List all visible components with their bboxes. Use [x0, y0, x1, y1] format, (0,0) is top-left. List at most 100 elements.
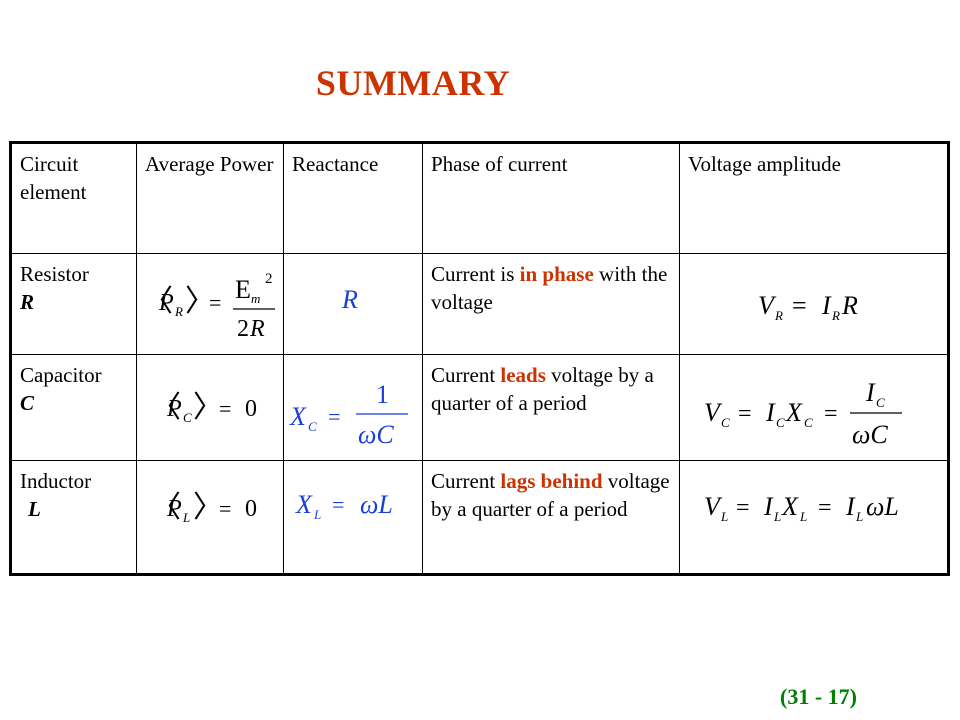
- element-cell: Resistor R: [10, 253, 137, 355]
- phase-cell-inductor: Current lags behind voltage by a quarter…: [422, 460, 680, 575]
- svg-text:P: P: [166, 396, 182, 422]
- reactance-formula-inductor-graphic: X L = ωL: [295, 490, 393, 522]
- svg-text:R: R: [841, 291, 858, 320]
- power-formula-capacitor-graphic: 〈 P C 〉 = 0: [151, 391, 257, 425]
- svg-text:=: =: [818, 495, 832, 521]
- svg-text:X: X: [785, 398, 803, 427]
- svg-text:ωL: ωL: [360, 490, 393, 519]
- voltage-formula-resistor: V R = I R R: [679, 253, 949, 355]
- slide-title: SUMMARY: [315, 63, 511, 103]
- summary-table: Circuit element Average Power Reactance …: [9, 141, 950, 576]
- element-cell: Inductor L: [10, 460, 137, 575]
- svg-text:V: V: [758, 291, 777, 320]
- voltage-formula-inductor: V L = I L X L = I L ωL: [679, 460, 949, 575]
- svg-text:C: C: [183, 410, 192, 425]
- svg-text:V: V: [704, 492, 723, 521]
- svg-text:I: I: [765, 398, 776, 427]
- voltage-formula-capacitor-graphic: V C = I C X C = I C ωC: [704, 378, 902, 449]
- svg-text:〉: 〉: [185, 285, 215, 318]
- element-name: Resistor: [20, 262, 89, 286]
- svg-text:=: =: [738, 401, 752, 427]
- phase-cell-capacitor: Current leads voltage by a quarter of a …: [422, 354, 680, 461]
- reactance-formula-inductor: X L = ωL: [283, 460, 423, 575]
- reactance-formula-resistor-graphic: R: [341, 285, 358, 314]
- table-row-inductor: Inductor L 〈 P L 〉 = 0 X L =: [10, 460, 949, 575]
- svg-text:L: L: [182, 510, 190, 525]
- svg-text:V: V: [704, 398, 723, 427]
- reactance-formula-capacitor-graphic: X C = 1 ωC: [289, 380, 408, 449]
- phase-text-pre: Current: [431, 469, 501, 493]
- voltage-formula-inductor-graphic: V L = I L X L = I L ωL: [704, 492, 899, 524]
- svg-text:=: =: [219, 396, 231, 421]
- svg-text:P: P: [158, 290, 174, 316]
- element-name: Capacitor: [20, 363, 102, 387]
- svg-text:C: C: [776, 415, 785, 430]
- svg-text:ωC: ωC: [358, 420, 394, 449]
- header-row: Circuit element Average Power Reactance …: [10, 142, 949, 254]
- svg-text:L: L: [720, 509, 728, 524]
- reactance-formula-capacitor: X C = 1 ωC: [283, 354, 423, 461]
- svg-text:ωL: ωL: [866, 492, 899, 521]
- svg-text:R: R: [341, 285, 358, 314]
- svg-text:X: X: [781, 492, 799, 521]
- svg-text:〉: 〉: [193, 391, 223, 424]
- phase-highlight: lags behind: [500, 469, 603, 493]
- phase-text-post: voltage by a quarter of a period: [431, 363, 654, 415]
- phase-highlight: in phase: [519, 262, 594, 286]
- power-formula-capacitor: 〈 P C 〉 = 0: [136, 354, 284, 461]
- svg-text:X: X: [289, 402, 307, 431]
- page-number: (31 - 17): [780, 684, 857, 709]
- svg-text:E: E: [235, 275, 251, 304]
- element-symbol: R: [20, 290, 35, 314]
- table-row-capacitor: Capacitor C 〈 P C 〉 = 0 X C =: [10, 354, 949, 461]
- header-circuit-element: Circuit element: [10, 142, 137, 254]
- header-phase-of-current: Phase of current: [422, 142, 680, 254]
- svg-text:L: L: [799, 509, 807, 524]
- svg-text:L: L: [773, 509, 781, 524]
- svg-text:〈: 〈: [151, 491, 181, 524]
- voltage-formula-capacitor: V C = I C X C = I C ωC: [679, 354, 949, 461]
- svg-text:L: L: [855, 509, 863, 524]
- phase-text-pre: Current: [431, 363, 501, 387]
- svg-text:=: =: [792, 291, 807, 320]
- svg-text:I: I: [865, 378, 876, 407]
- svg-text:〈: 〈: [143, 285, 173, 318]
- svg-text:R: R: [831, 308, 840, 323]
- phase-cell-resistor: Current is in phase with the voltage: [422, 253, 680, 355]
- svg-text:0: 0: [245, 396, 257, 422]
- svg-text:C: C: [876, 395, 885, 410]
- element-name: Inductor: [20, 469, 92, 493]
- power-formula-inductor: 〈 P L 〉 = 0: [136, 460, 284, 575]
- svg-text:L: L: [313, 507, 321, 522]
- svg-text:=: =: [824, 401, 838, 427]
- power-formula-resistor-graphic: 〈 P R 〉 = E m 2 2 R: [143, 271, 275, 342]
- reactance-formula-resistor: R: [283, 253, 423, 355]
- svg-text:C: C: [804, 415, 813, 430]
- table-row-resistor: Resistor R 〈 P R 〉 = E m 2 2 R: [10, 253, 949, 355]
- element-symbol: C: [20, 391, 35, 415]
- svg-text:2: 2: [265, 271, 273, 287]
- header-average-power: Average Power: [136, 142, 284, 254]
- header-voltage-amplitude: Voltage amplitude: [679, 142, 949, 254]
- svg-text:C: C: [721, 415, 730, 430]
- svg-text:0: 0: [245, 496, 257, 522]
- phase-text-post: voltage by a quarter of a period: [431, 469, 670, 521]
- voltage-formula-resistor-graphic: V R = I R R: [758, 291, 858, 323]
- phase-text-post: with the voltage: [431, 262, 668, 314]
- header-reactance: Reactance: [283, 142, 423, 254]
- svg-text:=: =: [209, 290, 221, 315]
- svg-text:C: C: [308, 419, 317, 434]
- svg-text:=: =: [736, 495, 750, 521]
- svg-text:m: m: [251, 291, 260, 306]
- phase-highlight: leads: [500, 363, 546, 387]
- svg-text:P: P: [166, 496, 182, 522]
- svg-text:〈: 〈: [151, 391, 181, 424]
- svg-text:=: =: [328, 404, 340, 429]
- svg-text:I: I: [763, 492, 774, 521]
- power-formula-inductor-graphic: 〈 P L 〉 = 0: [151, 491, 257, 525]
- svg-text:R: R: [774, 308, 783, 323]
- svg-text:I: I: [821, 291, 832, 320]
- phase-text-pre: Current is: [431, 262, 520, 286]
- svg-text:R: R: [174, 304, 183, 319]
- svg-text:〉: 〉: [193, 491, 223, 524]
